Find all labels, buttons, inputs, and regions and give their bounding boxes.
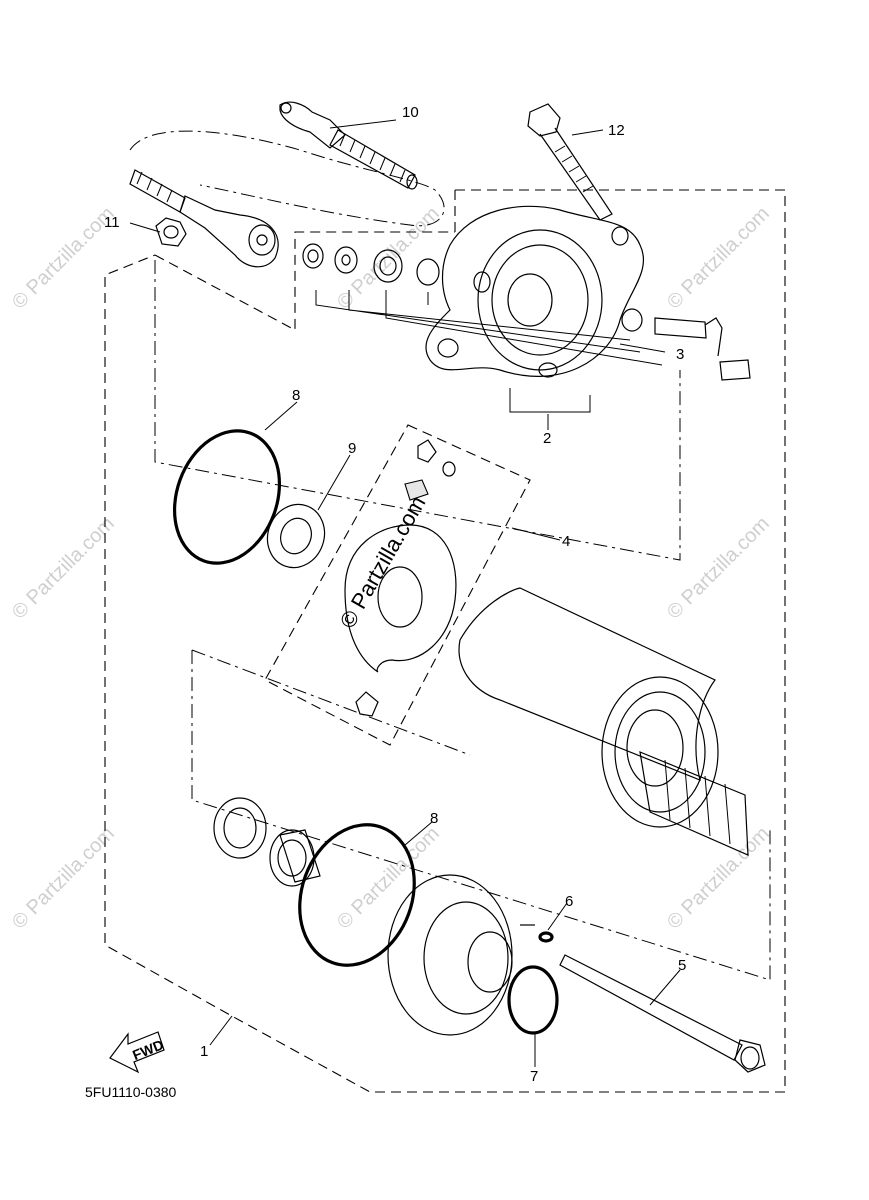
terminal-bolt	[129, 169, 279, 268]
watermark: © Partzilla.com	[8, 513, 119, 624]
front-cover	[387, 874, 535, 1036]
terminal-washer-set	[302, 243, 751, 381]
o-ring-lower	[298, 823, 416, 967]
nut	[155, 217, 187, 247]
callout-8-upper: 8	[292, 387, 300, 404]
watermark: © Partzilla.com	[8, 203, 119, 314]
lead-wire-terminal	[279, 101, 418, 190]
fwd-label: FWD	[130, 1036, 166, 1063]
washer	[266, 503, 326, 569]
reference-line	[154, 260, 681, 561]
through-bolt	[559, 954, 766, 1073]
callout-10: 10	[402, 104, 419, 121]
armature	[458, 587, 749, 856]
oil-seal	[213, 797, 267, 859]
callout-9: 9	[348, 440, 356, 457]
callout-6: 6	[565, 893, 573, 910]
front-o-ring	[507, 965, 559, 1035]
callout-labels: 10 12 11 3 2 8 9 4 8 6 5 1 7	[104, 104, 686, 1085]
watermark: © Partzilla.com	[663, 203, 774, 314]
watermark: © Partzilla.com	[663, 823, 774, 934]
watermark: © Partzilla.com	[8, 823, 119, 934]
assembly-outline	[104, 189, 786, 1093]
small-o-ring	[538, 931, 554, 943]
leader-lines	[129, 119, 681, 1067]
o-ring-upper	[172, 429, 282, 565]
callout-11: 11	[104, 214, 120, 231]
watermark: © Partzilla.com	[333, 823, 444, 934]
callout-4: 4	[562, 533, 570, 550]
callout-8-lower: 8	[430, 810, 438, 827]
reference-line	[191, 649, 471, 756]
long-bolt	[527, 103, 613, 221]
rear-cover	[425, 205, 645, 378]
diagram-code: 5FU1110-0380	[85, 1084, 177, 1100]
reference-line	[191, 650, 771, 981]
brush-plate	[344, 439, 457, 717]
callout-5: 5	[678, 957, 686, 974]
fwd-arrow-icon: FWD	[109, 1031, 166, 1074]
sub-outline-11	[154, 231, 455, 331]
watermark-center: © Partzilla.com	[335, 492, 431, 633]
callout-2: 2	[543, 430, 551, 447]
callout-12: 12	[608, 122, 625, 139]
callout-3: 3	[676, 346, 684, 363]
brush-set-outline	[264, 424, 531, 746]
callout-7: 7	[530, 1068, 538, 1085]
lead-wire	[129, 130, 445, 227]
callout-1: 1	[200, 1043, 208, 1060]
